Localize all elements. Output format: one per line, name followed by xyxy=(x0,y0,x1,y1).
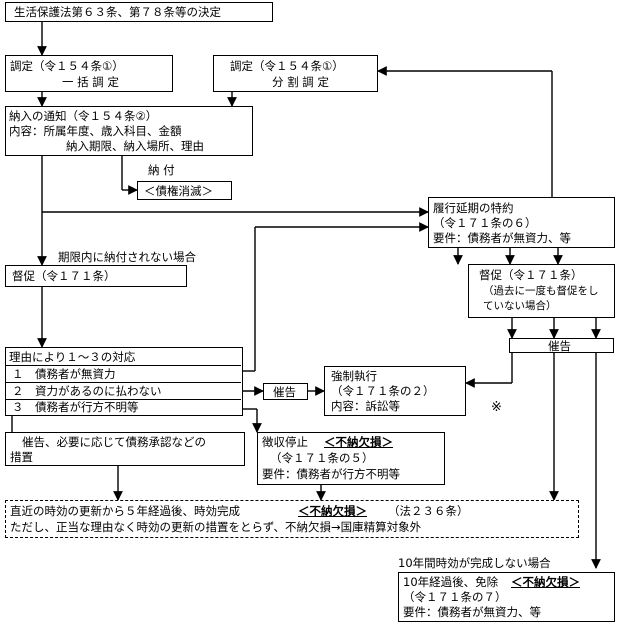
deferral-box: 履行延期の特約 （令１７１条の６） 要件：債務者が無資力、等 xyxy=(428,197,615,248)
notice-line2: 内容：所属年度、歳入科目、金額 xyxy=(9,124,182,138)
reasons-title: 理由により１～３の対応 xyxy=(9,350,136,364)
reasons-box: 理由により１～３の対応 １ 債務者が無資力 ２ 資力があるのに払わない ３ 債務… xyxy=(5,347,243,416)
split-line2: 分 割 調 定 xyxy=(272,75,329,89)
decision-box: 生活保護法第６３条、第７８条等の決定 xyxy=(5,2,273,22)
enforcement-box: 強制執行 （令１７１条の２） 内容：訴訟等 xyxy=(324,366,466,416)
reason-1: １ 債務者が無資力 xyxy=(12,367,116,381)
suspension-line1a: 徴収停止 xyxy=(262,435,308,449)
extinction-text: ＜債権消滅＞ xyxy=(144,184,213,198)
measures-line2: 措置 xyxy=(10,450,33,464)
exemption-box: 10年経過後、免除 ＜不納欠損＞ （令１７１条の７） 要件：債務者が無資力、等 xyxy=(398,572,615,622)
reason-2: ２ 資力があるのに払わない xyxy=(12,384,162,398)
deferral-line1: 履行延期の特約 xyxy=(433,201,514,215)
demand2-line2: （過去に一度も督促をし xyxy=(483,285,599,297)
demand2-box: 督促（令１７１条） （過去に一度も督促をし ていない場合） xyxy=(468,264,615,318)
notice-demand-box: 催告 xyxy=(263,383,308,400)
demand-text: 督促（令１７１条） xyxy=(12,269,116,283)
prescription-line1c: （法２３６条） xyxy=(388,504,469,518)
notice-demand2-box: 催告 xyxy=(509,338,614,353)
suspension-line3: 要件：債務者が行方不明等 xyxy=(262,467,400,481)
ten-year-label: 10年間時効が完成しない場合 xyxy=(398,556,551,570)
reason-3: ３ 債務者が行方不明等 xyxy=(12,400,139,414)
split-assessment-box: 調定（令１５４条①） 分 割 調 定 xyxy=(213,55,378,92)
payment-notice-box: 納入の通知（令１５４条②） 内容：所属年度、歳入科目、金額 納入期限、納入場所、… xyxy=(5,106,253,156)
measures-box: 催告、必要に応じて債務承認などの 措置 xyxy=(5,432,245,466)
note-mark: ※ xyxy=(491,400,502,415)
lump-line1: 調定（令１５４条①） xyxy=(10,59,124,73)
measures-line1: 催告、必要に応じて債務承認などの xyxy=(22,435,206,449)
notice-line3: 納入期限、納入場所、理由 xyxy=(66,139,204,153)
deferral-line2: （令１７１条の６） xyxy=(433,216,537,230)
demand2-line3: ていない場合） xyxy=(483,300,557,312)
demand-box: 督促（令１７１条） xyxy=(5,265,187,287)
exemption-line1a: 10年経過後、免除 xyxy=(403,575,499,589)
notice-demand2-text: 催告 xyxy=(548,339,571,353)
lump-assessment-box: 調定（令１５４条①） 一 括 調 定 xyxy=(5,55,173,92)
enforcement-line3: 内容：訴訟等 xyxy=(331,399,400,413)
prescription-line1a: 直近の時効の更新から５年経過後、時効完成 xyxy=(10,504,240,518)
enforcement-line2: （令１７１条の２） xyxy=(331,384,435,398)
exemption-line1b: ＜不納欠損＞ xyxy=(511,575,580,589)
suspension-line2: （令１７１条の５） xyxy=(270,451,374,465)
suspension-box: 徴収停止 ＜不納欠損＞ （令１７１条の５） 要件：債務者が行方不明等 xyxy=(257,432,445,485)
demand2-line1: 督促（令１７１条） xyxy=(479,268,583,282)
lump-line2: 一 括 調 定 xyxy=(62,75,119,89)
prescription-line2: ただし、正当な理由なく時効の更新の措置をとらず、不納欠損→国庫精算対象外 xyxy=(10,520,422,534)
prescription-line1b: ＜不納欠損＞ xyxy=(298,504,367,518)
unpaid-label: 期限内に納付されない場合 xyxy=(58,250,196,264)
notice-demand-text: 催告 xyxy=(273,385,296,399)
deferral-line3: 要件：債務者が無資力、等 xyxy=(433,231,571,245)
extinction-box: ＜債権消滅＞ xyxy=(137,181,232,200)
decision-text: 生活保護法第６３条、第７８条等の決定 xyxy=(14,5,221,19)
prescription-box: 直近の時効の更新から５年経過後、時効完成 ＜不納欠損＞ （法２３６条） ただし、… xyxy=(5,500,579,538)
suspension-line1b: ＜不納欠損＞ xyxy=(324,435,393,449)
split-line1: 調定（令１５４条①） xyxy=(230,59,344,73)
exemption-line2: （令１７１条の７） xyxy=(403,590,507,604)
exemption-line3: 要件：債務者が無資力、等 xyxy=(403,605,541,619)
enforcement-line1: 強制執行 xyxy=(331,369,377,383)
payment-label: 納 付 xyxy=(148,163,175,177)
notice-line1: 納入の通知（令１５４条②） xyxy=(9,109,158,123)
